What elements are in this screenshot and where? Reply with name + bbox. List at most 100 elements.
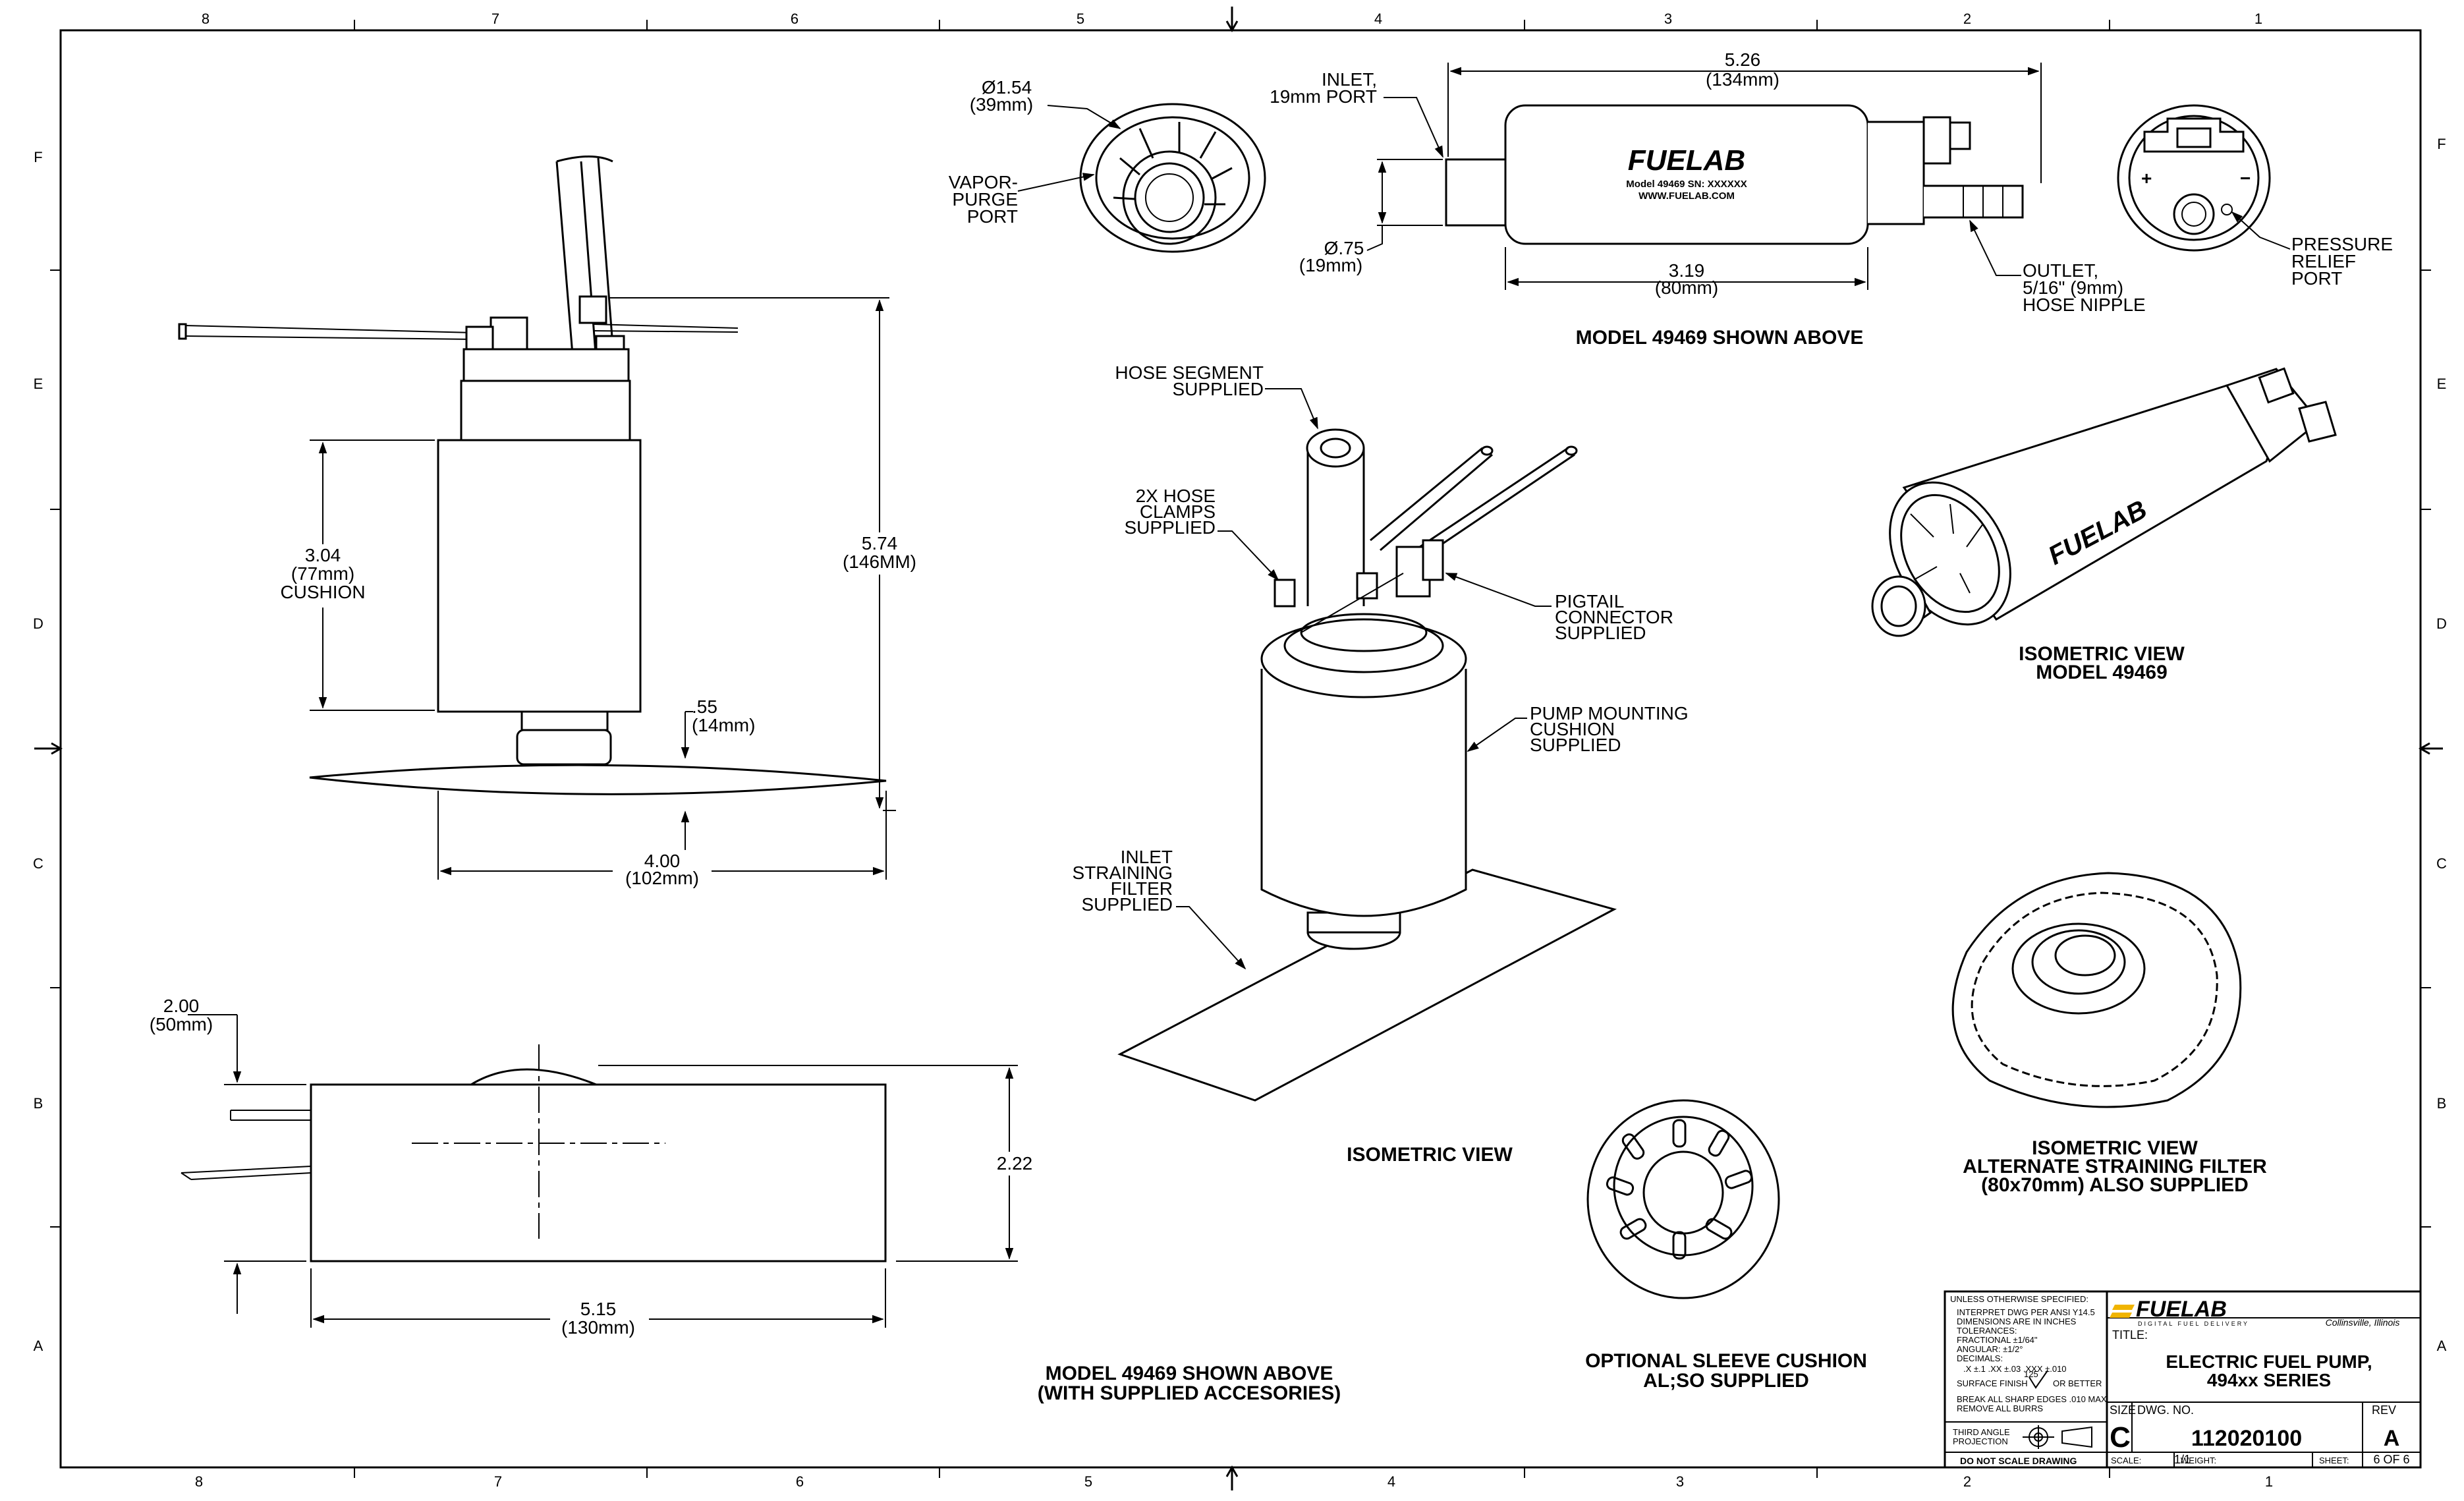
pressure-relief-label: RELIEF (2291, 251, 2356, 271)
dim-height-mm: (146MM) (843, 552, 916, 572)
zone-row-right: E (2437, 376, 2447, 392)
iso-accessories-caption: ISOMETRIC VIEW (1347, 1144, 1513, 1166)
clamps-label: CLAMPS (1140, 501, 1216, 522)
tb-location: Collinsville, Illinois (2326, 1317, 2400, 1328)
cushion-label: PUMP MOUNTING (1530, 703, 1689, 723)
iso-filter-caption: ISOMETRIC VIEW (2032, 1137, 2198, 1159)
tb-projection: THIRD ANGLE (1953, 1427, 2010, 1437)
zone-row-left: C (33, 855, 43, 872)
pump-url: WWW.FUELAB.COM (1638, 190, 1735, 202)
tb-projection: PROJECTION (1953, 1436, 2008, 1446)
dim-pump-len-in: 5.26 (1725, 49, 1761, 70)
tb-logo: FUELAB (2136, 1297, 2227, 1322)
inlet-end-view: Ø1.54 (39mm) VAPOR- PURGE PORT (949, 77, 1266, 253)
iso-filter-caption: ALTERNATE STRAINING FILTER (1963, 1156, 2267, 1177)
dim-inlet-dia-mm: (19mm) (1299, 255, 1362, 275)
zone-col-bottom: 8 (195, 1473, 203, 1490)
clamps-label: 2X HOSE (1136, 486, 1216, 506)
inlet-label: 19mm PORT (1270, 86, 1377, 107)
tb-weight-label: WEIGHT: (2181, 1456, 2216, 1465)
inlet-dia: Ø1.54 (982, 77, 1032, 98)
tb-do-not-scale: DO NOT SCALE DRAWING (1960, 1456, 2077, 1466)
isometric-alt-filter-view: ISOMETRIC VIEW ALTERNATE STRAINING FILTE… (1951, 872, 2267, 1196)
zone-row-right: C (2436, 855, 2447, 872)
zone-col-bottom: 6 (796, 1473, 804, 1490)
tb-size-label: SIZE (2110, 1403, 2136, 1417)
filter-label: SUPPLIED (1082, 894, 1173, 915)
dim-inlet-dia: Ø.75 (1324, 238, 1364, 258)
vapor-label: PORT (967, 206, 1018, 227)
tb-surface-better: OR BETTER (2053, 1378, 2102, 1388)
zone-row-left: F (34, 149, 42, 165)
hose-label: HOSE SEGMENT (1115, 362, 1264, 383)
dim-cushion-mm: (77mm) (291, 563, 354, 584)
dim-height-in: 5.74 (862, 533, 898, 553)
front-view: 3.04 (77mm) CUSHION 5.74 (146MM) .55 (14… (178, 156, 926, 890)
zone-row-right: D (2436, 615, 2447, 632)
tb-rev-label: REV (2372, 1403, 2396, 1417)
iso-model-caption: ISOMETRIC VIEW (2019, 643, 2185, 665)
isometric-model-view: FUELAB ISOMETRIC VIEW MODEL 49469 (1871, 367, 2337, 683)
tb-break-edges: BREAK ALL SHARP EDGES .010 MAX (1957, 1394, 2107, 1404)
tb-remove-burrs: REMOVE ALL BURRS (1957, 1403, 2043, 1413)
tb-note: ANGULAR: ±1/2° (1957, 1344, 2023, 1354)
pump-side-caption: MODEL 49469 SHOWN ABOVE (1576, 327, 1864, 349)
vapor-label: PURGE (952, 189, 1018, 210)
filter-label: INLET (1121, 847, 1173, 867)
dim-cushion-in: 3.04 (305, 545, 341, 565)
tb-note: FRACTIONAL ±1/64" (1957, 1335, 2038, 1345)
filter-body-side (310, 1083, 887, 1262)
zone-row-left: B (34, 1095, 43, 1112)
sleeve-caption: AL;SO SUPPLIED (1643, 1370, 1809, 1392)
pigtail-label: SUPPLIED (1555, 623, 1646, 643)
cushion-label: CUSHION (1530, 719, 1615, 739)
plus-terminal: + (2141, 168, 2152, 188)
dim-body-mm: (80mm) (1655, 277, 1718, 298)
pigtail-label: PIGTAIL (1555, 591, 1624, 611)
side-view: 2.00 (50mm) 2.22 5.15 (130mm) MODEL 4946… (150, 996, 1341, 1404)
tb-dwg-no: 112020100 (2191, 1426, 2302, 1451)
outlet-label: 5/16" (9mm) (2023, 277, 2123, 298)
pump-model-line: Model 49469 SN: XXXXXX (1626, 179, 1747, 190)
tb-dwg-label: DWG. NO. (2137, 1403, 2194, 1417)
hose-label: SUPPLIED (1173, 379, 1264, 399)
vapor-label: VAPOR- (949, 172, 1018, 192)
tb-tagline: DIGITAL FUEL DELIVERY (2138, 1320, 2249, 1327)
dim-width-mm: (102mm) (625, 868, 699, 888)
outlet-label: OUTLET, (2023, 260, 2098, 281)
tb-sheet-label: SHEET: (2319, 1456, 2349, 1465)
iso-model-caption: MODEL 49469 (2036, 662, 2168, 683)
tb-note: .X ±.1 .XX ±.03 .XXX ±.010 (1963, 1364, 2067, 1374)
filter-label: FILTER (1111, 878, 1173, 899)
pump-side-view: FUELAB Model 49469 SN: XXXXXX WWW.FUELAB… (1270, 49, 2146, 349)
zone-col-top: 3 (1664, 11, 1672, 27)
tb-note: TOLERANCES: (1957, 1326, 2017, 1336)
tb-title-label: TITLE: (2112, 1328, 2148, 1342)
zone-row-right: A (2437, 1338, 2447, 1354)
zone-row-left: D (33, 615, 43, 632)
tb-surface-value: 125 (2024, 1369, 2038, 1379)
pump-cushion (437, 439, 642, 713)
zone-row-right: B (2437, 1095, 2447, 1112)
pigtail-label: CONNECTOR (1555, 607, 1673, 627)
side-view-caption: MODEL 49469 SHOWN ABOVE (1046, 1363, 1333, 1384)
tb-note: DIMENSIONS ARE IN INCHES (1957, 1317, 2077, 1326)
sheet-border (34, 7, 2443, 1490)
zone-col-top: 4 (1374, 11, 1382, 27)
title-block: UNLESS OTHERWISE SPECIFIED: INTERPRET DW… (1944, 1290, 2422, 1469)
zone-col-bottom: 2 (1963, 1473, 1971, 1490)
dim-width-in: 4.00 (644, 851, 681, 871)
iso-filter-caption: (80x70mm) ALSO SUPPLIED (1981, 1174, 2249, 1196)
dim-cushion-word: CUSHION (280, 582, 365, 602)
tb-title: 494xx SERIES (2207, 1370, 2331, 1390)
zone-col-top: 1 (2254, 11, 2262, 27)
inlet-label: INLET, (1322, 69, 1377, 90)
zone-col-top: 6 (791, 11, 798, 27)
side-view-caption: (WITH SUPPLIED ACCESORIES) (1038, 1382, 1341, 1404)
dim-base-mm: (14mm) (692, 715, 755, 735)
zone-col-bottom: 5 (1084, 1473, 1092, 1490)
tb-sheet: 6 OF 6 (2373, 1453, 2409, 1466)
zone-col-bottom: 1 (2265, 1473, 2273, 1490)
dim-base-in: .55 (692, 696, 717, 717)
